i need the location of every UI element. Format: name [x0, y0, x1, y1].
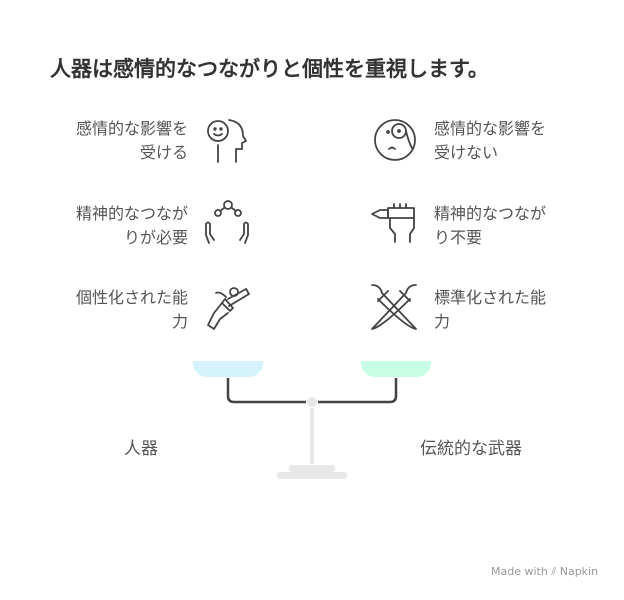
- right-scale-label: 伝統的な武器: [420, 439, 522, 459]
- scale-post: [310, 408, 314, 464]
- right-item-no-spiritual: 精神的なつなが り不要: [434, 202, 546, 250]
- item-text: 受ける: [139, 143, 188, 162]
- hand-pistol-icon: [204, 283, 254, 337]
- item-text: 個性化された能: [75, 288, 188, 307]
- left-item-emotional: 感情的な影響を 受ける: [76, 117, 188, 165]
- item-text: 精神的なつなが: [75, 204, 188, 223]
- napkin-watermark: Made with ⫽ Napkin: [491, 565, 598, 579]
- item-text: 力: [171, 312, 188, 331]
- scale-base-top: [289, 465, 335, 472]
- item-text: り不要: [434, 228, 483, 247]
- smiling-head-icon: [204, 116, 254, 168]
- scale-pivot: [307, 397, 317, 407]
- item-text: 力: [434, 312, 451, 331]
- item-text: 精神的なつなが: [434, 204, 547, 223]
- diagram-title: 人器は感情的なつながりと個性を重視します。: [50, 57, 489, 81]
- right-item-standardized: 標準化された能 力: [434, 286, 546, 334]
- left-scale-pan: [193, 361, 263, 377]
- right-scale-pan: [361, 361, 431, 377]
- item-text: 感情的な影響を: [75, 119, 188, 138]
- item-text: 標準化された能: [434, 288, 547, 307]
- hands-connection-icon: [204, 199, 254, 253]
- right-item-unemotional: 感情的な影響を 受けない: [434, 117, 546, 165]
- left-scale-label: 人器: [124, 439, 158, 459]
- napkin-brand: Napkin: [559, 565, 599, 578]
- item-text: 受けない: [434, 143, 499, 162]
- crossed-swords-icon: [370, 283, 420, 337]
- left-item-personalized: 個性化された能 力: [76, 286, 188, 334]
- napkin-logo-icon: ⫽: [551, 565, 557, 578]
- item-text: りが必要: [123, 228, 188, 247]
- item-text: 感情的な影響を: [434, 119, 547, 138]
- fist-pen-icon: [370, 200, 422, 248]
- scale-beam: [226, 378, 398, 404]
- made-with-text: Made with: [491, 565, 548, 578]
- monocle-face-icon: [372, 116, 422, 168]
- scale-base: [277, 472, 347, 479]
- left-item-spiritual: 精神的なつなが りが必要: [76, 202, 188, 250]
